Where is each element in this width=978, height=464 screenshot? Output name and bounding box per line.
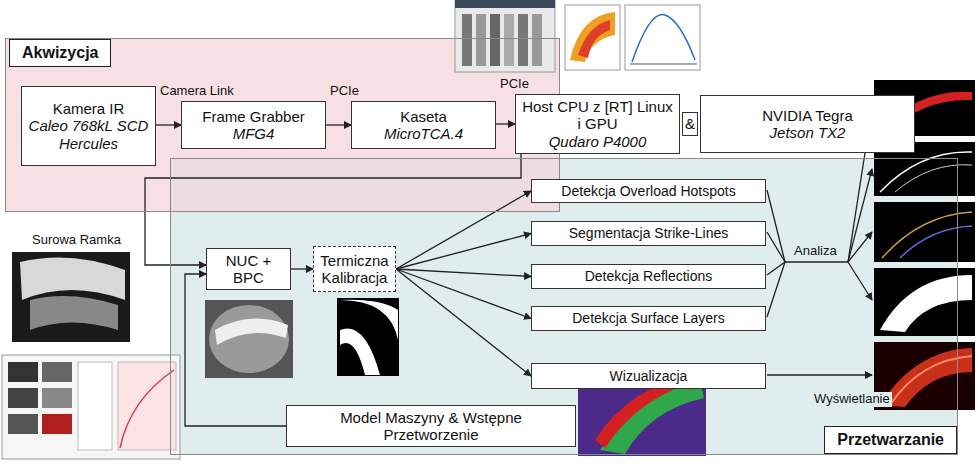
nuc-image xyxy=(205,300,293,378)
flow-arrow xyxy=(396,269,531,376)
box-label: Detekcja Overload Hotspots xyxy=(561,183,735,199)
process-box: KasetaMicroTCA.4 xyxy=(351,101,496,149)
box-label: Frame Grabber xyxy=(202,108,305,125)
box-label: Host CPU z [RT] Linux i GPU xyxy=(522,98,673,133)
box-label: Model Maszyny & Wstępne Przetworzenie xyxy=(293,409,569,444)
box-label: Detekcja Reflections xyxy=(585,268,713,284)
box-label: Jetson TX2 xyxy=(770,124,846,141)
box-label: Caleo 768kL SCD Hercules xyxy=(28,117,149,152)
process-box: NUC + BPC xyxy=(206,248,291,291)
flow-arrow xyxy=(156,124,181,125)
stage-region: Przetwarzanie NUC + BPC Termiczna Kalibrac… xyxy=(170,158,958,455)
process-box: NVIDIA TegraJetson TX2 xyxy=(700,95,915,153)
process-box: Detekcja Surface Layers xyxy=(531,306,766,331)
flow-arrow xyxy=(396,269,531,277)
process-box: Detekcja Overload Hotspots xyxy=(531,179,766,203)
box-label: MFG4 xyxy=(233,125,275,142)
box-label: Kamera IR xyxy=(53,100,125,117)
stage-title: Przetwarzanie xyxy=(824,426,957,454)
process-box: Kamera IRCaleo 768kL SCD Hercules xyxy=(21,86,156,166)
screenshot-stripes xyxy=(455,0,555,72)
flow-arrow xyxy=(326,124,351,125)
link-label: PCIe xyxy=(498,77,531,92)
flow-arrow xyxy=(185,274,286,426)
software-screenshot xyxy=(2,355,180,459)
annotation-label: Surowa Ramka xyxy=(30,233,123,248)
process-box: Frame GrabberMFG4 xyxy=(181,101,326,149)
annotation-label: Wyświetlanie xyxy=(812,392,892,407)
box-label: Wizualizacja xyxy=(610,368,688,384)
flow-arrow xyxy=(396,191,531,269)
process-box: Model Maszyny & Wstępne Przetworzenie xyxy=(286,405,576,448)
link-label: PCIe xyxy=(328,84,361,99)
process-box: Segmentacja Strike-Lines xyxy=(531,221,766,246)
stage-title: Akwizycja xyxy=(9,39,111,67)
flow-arrow xyxy=(396,234,531,270)
box-label: NUC + BPC xyxy=(213,252,284,287)
flow-arrow xyxy=(496,123,515,124)
raw-frame-image xyxy=(12,252,130,342)
screenshot-heatmap xyxy=(565,5,620,70)
process-box: Detekcja Reflections xyxy=(531,264,766,289)
box-label: NVIDIA Tegra xyxy=(762,107,853,124)
calibration-mask xyxy=(337,298,399,376)
box-label: Qudaro P4000 xyxy=(549,133,647,150)
link-label: Camera Link xyxy=(158,84,236,99)
box-label: Segmentacja Strike-Lines xyxy=(569,225,729,241)
stage-region: AkwizycjaKamera IRCaleo 768kL SCD Hercul… xyxy=(5,38,560,212)
screenshot-plot xyxy=(625,5,700,70)
box-label: Kaseta xyxy=(400,108,447,125)
annotation-label: Analiza xyxy=(792,244,839,259)
flow-arrow xyxy=(396,269,531,319)
joiner-box: & xyxy=(682,112,698,136)
flow-arrow xyxy=(291,268,313,269)
process-box: Host CPU z [RT] Linux i GPUQudaro P4000 xyxy=(515,94,680,154)
box-label: & xyxy=(685,115,695,132)
box-label: MicroTCA.4 xyxy=(384,125,463,142)
process-box: Wizualizacja xyxy=(531,363,766,389)
process-box: Termiczna Kalibracja xyxy=(313,246,396,292)
box-label: Detekcja Surface Layers xyxy=(572,310,725,326)
box-label: Termiczna Kalibracja xyxy=(320,252,389,287)
